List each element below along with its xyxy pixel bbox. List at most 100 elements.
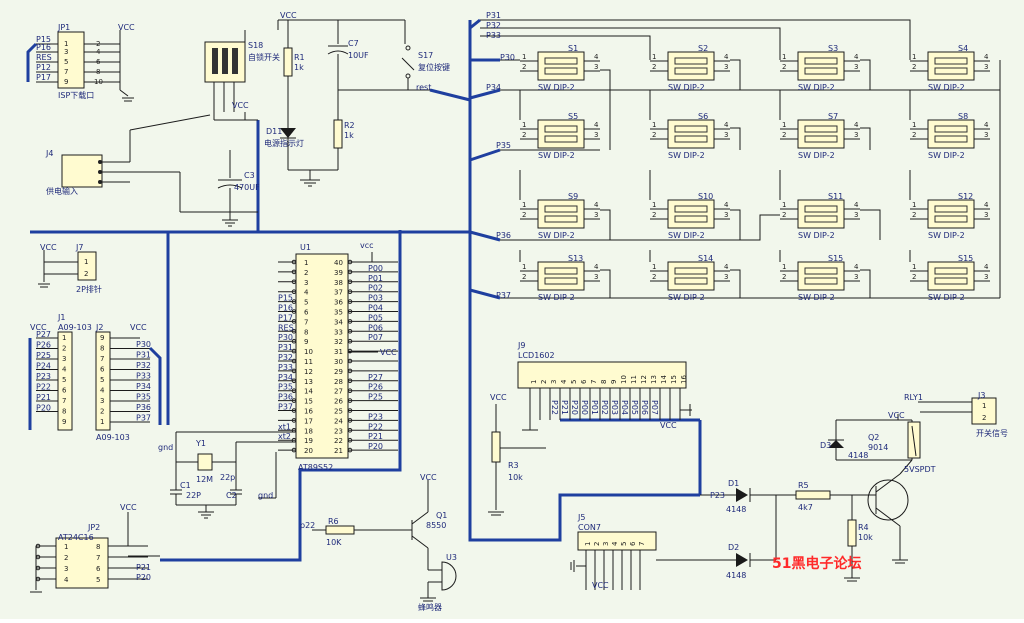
- jp2-pin: 6: [96, 565, 101, 573]
- dip-slider: [804, 67, 838, 75]
- buzzer-vcc: VCC: [420, 473, 437, 482]
- y1-ref: Y1: [195, 439, 206, 448]
- dip-switch-body: [797, 51, 845, 81]
- pin-dot: [347, 398, 353, 403]
- j2-signal: P33: [136, 372, 151, 381]
- pin-dot: [291, 299, 297, 304]
- bus-label: P30: [500, 53, 515, 62]
- dip-switch-pin: 2: [652, 211, 656, 219]
- j2-pin: 6: [100, 366, 105, 374]
- dip-switch-part: SW DIP-2: [798, 293, 835, 302]
- c1-value: 22P: [186, 491, 201, 500]
- pin-dot: [291, 279, 297, 285]
- j1-signal: P26: [36, 341, 51, 350]
- mcu-pin-number: 13: [304, 378, 313, 386]
- dip-slider: [674, 277, 708, 285]
- s18-ref: S18: [248, 41, 263, 50]
- d1-value: 4148: [726, 505, 746, 514]
- dip-switch-pin: 2: [522, 131, 526, 139]
- dip-switch-pin: 1: [912, 121, 916, 129]
- j1-pin: 6: [62, 387, 67, 395]
- jp1-pin: 6: [96, 58, 101, 66]
- c2-ref: C2: [226, 491, 237, 500]
- lcd-signal: P03: [610, 400, 619, 415]
- j2-signal: P32: [136, 361, 151, 370]
- dip-switch-pin: 3: [724, 131, 728, 139]
- dip-switch-part: SW DIP-2: [538, 293, 575, 302]
- j2-pin: 5: [100, 376, 104, 384]
- lcd-pin-number: 16: [680, 375, 688, 384]
- jp1-pin: 4: [96, 48, 101, 56]
- pin-dot: [291, 338, 297, 344]
- dip-switch-pin: 3: [984, 211, 988, 219]
- mcu-right-signal: P02: [368, 284, 383, 293]
- dip-switch-ref: S15: [828, 254, 843, 263]
- mcu-pin-number: 9: [304, 338, 308, 346]
- mcu-pin-number: 14: [304, 388, 313, 396]
- jp1-name: ISP下载口: [58, 90, 94, 100]
- d1-ref: D1: [728, 479, 739, 488]
- dip-switch-pin: 2: [782, 63, 786, 71]
- lcd-signal: P04: [620, 400, 629, 415]
- bus-label: P33: [486, 31, 501, 40]
- dip-switch-part: SW DIP-2: [538, 83, 575, 92]
- jp1-pin: 2: [96, 40, 100, 48]
- lcd-pin-number: 9: [610, 380, 618, 384]
- mcu-left-signal: P30: [278, 333, 293, 342]
- pin-dot: [347, 388, 353, 394]
- mcu-right-signal: P07: [368, 333, 383, 342]
- j7-pin: 2: [84, 270, 88, 278]
- pin-dot: [347, 329, 353, 334]
- u1-vcc-right: VCC: [380, 348, 397, 357]
- dip-switch-pin: 1: [652, 121, 656, 129]
- mcu-left-signal: P16: [278, 304, 293, 313]
- dip-switch-pin: 4: [854, 121, 859, 129]
- j1-signal: P25: [36, 351, 51, 360]
- dip-slider: [934, 67, 968, 75]
- dip-switch-pin: 3: [854, 273, 858, 281]
- relay-vcc: VCC: [888, 411, 905, 420]
- j1-pin: 5: [62, 376, 66, 384]
- pin-dot: [347, 348, 353, 354]
- dip-switch-ref: S9: [568, 192, 578, 201]
- mcu-pin-number: 2: [304, 269, 308, 277]
- dip-switch-pin: 3: [854, 63, 858, 71]
- mcu-pin-number: 6: [304, 309, 309, 317]
- crystal-circuit: Y1 12M C1 22P 22p C2 gnd gnd: [158, 431, 296, 519]
- jp2-pin: 3: [64, 565, 68, 573]
- pin-dot: [347, 338, 353, 344]
- pin-dot: [291, 447, 297, 453]
- mcu-pin-number: 16: [304, 408, 313, 416]
- mcu-right-signal: P03: [368, 294, 383, 303]
- rest-label: rest: [416, 83, 431, 92]
- j2-signal: P34: [136, 382, 151, 391]
- dip-slider: [544, 205, 578, 213]
- mcu-right-signal: P01: [368, 274, 383, 283]
- jp2-signal: P20: [136, 573, 151, 582]
- c7-ref: C7: [348, 39, 359, 48]
- pin-dot: [291, 368, 297, 374]
- jp1-signal: P17: [36, 73, 51, 82]
- mcu-pin-number: 29: [334, 368, 343, 376]
- j2-pin: 9: [100, 334, 104, 342]
- dip-switch-part: SW DIP-2: [928, 293, 965, 302]
- j2-pin: 3: [100, 397, 104, 405]
- j1-name: A09-103: [58, 323, 92, 332]
- dip-slider: [804, 267, 838, 275]
- dip-switch-pin: 4: [984, 263, 989, 271]
- pin-dot: [347, 378, 353, 384]
- dip-switch-pin: 4: [984, 53, 989, 61]
- r6-ref: R6: [328, 517, 339, 526]
- watermark-text: 51黑电子论坛: [772, 555, 861, 572]
- mcu-pin-number: 26: [334, 398, 343, 406]
- dip-slider: [674, 267, 708, 275]
- j1-pin: 9: [62, 418, 66, 426]
- dip-switch-pin: 3: [854, 211, 858, 219]
- j1-signal: P20: [36, 404, 51, 413]
- j7-vcc: VCC: [40, 243, 57, 252]
- bus-label: P36: [496, 231, 511, 240]
- jp2-pin: 2: [64, 554, 68, 562]
- gnd-label: gnd: [158, 443, 173, 452]
- dip-switch-body: [927, 51, 975, 81]
